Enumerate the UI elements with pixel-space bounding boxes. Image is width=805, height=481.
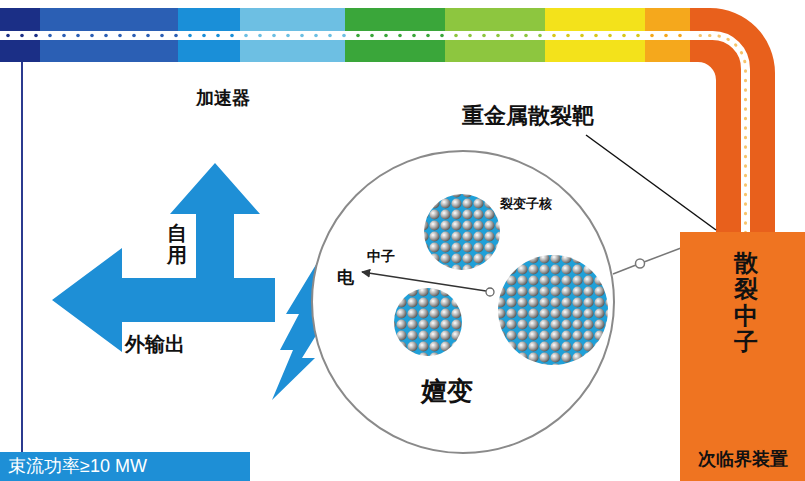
beam-particle — [104, 34, 108, 38]
subcritical-device: 散裂中子次临界装置 — [680, 232, 805, 481]
nucleus — [394, 288, 462, 356]
beam-particle — [216, 34, 220, 38]
beam-particle — [286, 34, 290, 38]
accelerator-label: 加速器 — [196, 88, 250, 110]
beam-particle — [6, 34, 10, 38]
target-label: 重金属散裂靶 — [462, 103, 594, 129]
beam-particle — [244, 34, 248, 38]
neutron-path — [362, 272, 486, 291]
beam-particle — [440, 34, 444, 38]
beam-particle — [132, 34, 136, 38]
beam-power-label: 束流功率≥10 MW — [8, 456, 147, 478]
beam-particle — [678, 34, 682, 38]
power-arrow — [52, 163, 275, 352]
beam-particle — [342, 34, 346, 38]
beam-particle — [328, 34, 332, 38]
neutron — [486, 288, 494, 296]
beam-particle — [468, 34, 472, 38]
beam-particle — [566, 34, 570, 38]
beam-particle — [118, 34, 122, 38]
subcritical-label: 次临界装置 — [698, 449, 788, 471]
beam-line — [21, 62, 23, 452]
zoom-circle — [312, 151, 614, 453]
beam-particle — [594, 34, 598, 38]
beam-particle — [622, 34, 626, 38]
beam-particle — [370, 34, 374, 38]
beam-particle — [146, 34, 150, 38]
beam-particle — [398, 34, 402, 38]
beam-particle — [314, 34, 318, 38]
beam-particle — [174, 34, 178, 38]
nucleus — [424, 194, 500, 270]
beam-particle — [62, 34, 66, 38]
beam-particle — [454, 34, 458, 38]
beam-particle — [160, 34, 164, 38]
nucleus — [498, 255, 608, 365]
export-label: 外输出 — [125, 332, 185, 356]
beam-particle — [48, 34, 52, 38]
beam-particle — [496, 34, 500, 38]
beam-particle — [34, 34, 38, 38]
beam-particle — [258, 34, 262, 38]
beam-particle — [384, 34, 388, 38]
beam-particle — [188, 34, 192, 38]
beam-particle — [20, 34, 24, 38]
beam-particle — [664, 34, 668, 38]
fission-fragment-label: 裂变子核 — [500, 196, 552, 212]
output-arrows: 自用外输出 — [50, 160, 280, 372]
beam-particle — [90, 34, 94, 38]
beam-particle — [510, 34, 514, 38]
beam-particle — [552, 34, 556, 38]
beam-particle — [412, 34, 416, 38]
neutron-label: 中子 — [367, 248, 395, 265]
transmutation-circle: 裂变子核中子嬗变 — [311, 150, 615, 454]
beam-particle — [272, 34, 276, 38]
target-leader — [586, 135, 716, 230]
beam-particle — [482, 34, 486, 38]
beam-particle — [230, 34, 234, 38]
beam-particle — [608, 34, 612, 38]
beam-particle — [650, 34, 654, 38]
zoom-leader — [613, 265, 636, 274]
beam-particle — [202, 34, 206, 38]
beam-particle — [524, 34, 528, 38]
zoom-point — [636, 259, 645, 268]
beam-power-bar: 束流功率≥10 MW — [0, 452, 250, 481]
self-use-label: 自用 — [167, 222, 187, 266]
beam-particle — [636, 34, 640, 38]
transmutation-label: 嬗变 — [421, 376, 473, 407]
beam-particle — [538, 34, 542, 38]
electricity-label: 电 — [337, 268, 354, 288]
beam-particle — [426, 34, 430, 38]
beam-particle — [300, 34, 304, 38]
beam-particle — [76, 34, 80, 38]
beam-particle — [580, 34, 584, 38]
beam-particle — [356, 34, 360, 38]
zoom-leader — [644, 248, 681, 262]
spallation-neutron-label: 散裂中子 — [734, 250, 758, 356]
circle-shape — [311, 150, 615, 454]
